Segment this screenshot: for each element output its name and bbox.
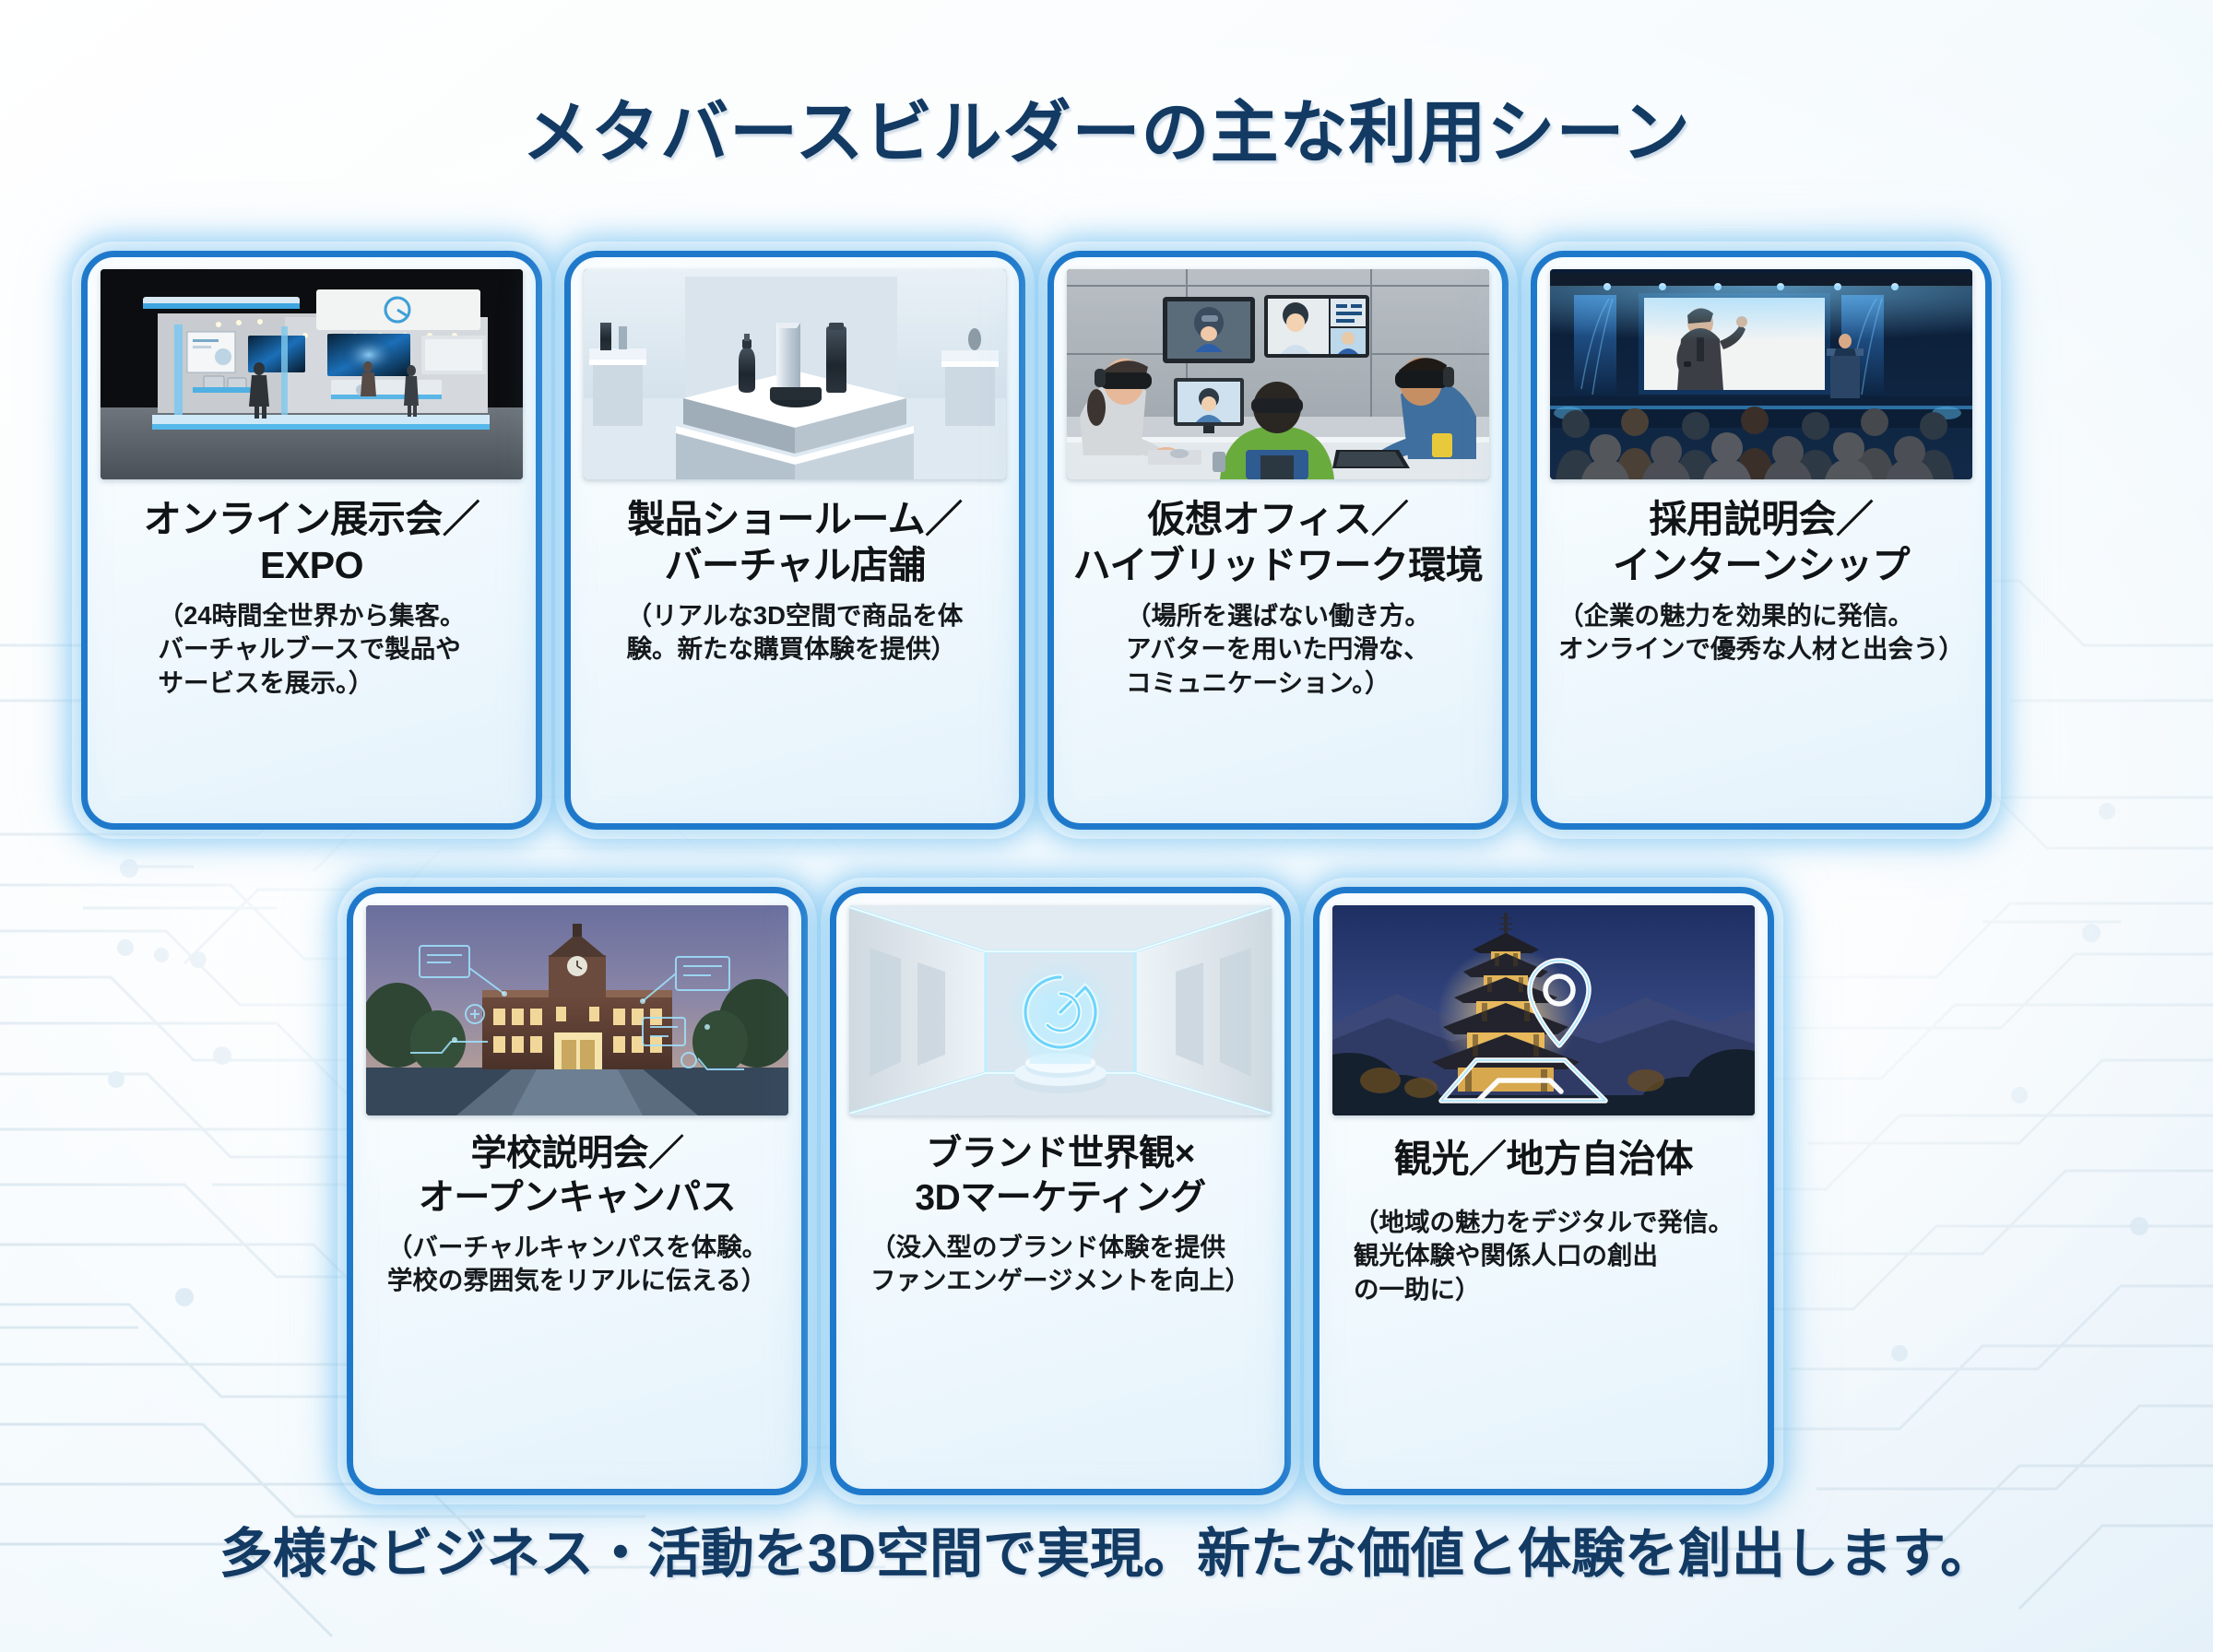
thumbnail-product-showroom — [584, 269, 1006, 479]
card-description: （没入型のブランド体験を提供 ファンエンゲージメントを向上） — [870, 1233, 1250, 1295]
card-title: 仮想オフィス／ ハイブリッドワーク環境 — [1072, 498, 1484, 587]
card-description: （地域の魅力をデジタルで発信。 観光体験や関係人口の創出 の一助に） — [1354, 1208, 1734, 1304]
card-school-open-campus[interactable]: 学校説明会／ オープンキャンパス （バーチャルキャンパスを体験。 学校の雰囲気を… — [347, 887, 808, 1495]
card-title: 採用説明会／ インターンシップ — [1613, 498, 1910, 587]
thumbnail-recruiting-seminar — [1550, 269, 1972, 479]
card-recruiting-seminar[interactable]: 採用説明会／ インターンシップ （企業の魅力を効果的に発信。 オンラインで優秀な… — [1531, 251, 1992, 830]
card-description: （リアルな3D空間で商品を体 験。新たな購買体験を提供） — [626, 601, 964, 664]
card-title: ブランド世界観× 3Dマーケティング — [915, 1134, 1206, 1218]
card-row-bottom: 学校説明会／ オープンキャンパス （バーチャルキャンパスを体験。 学校の雰囲気を… — [347, 887, 1774, 1495]
page-title: メタバースビルダーの主な利用シーン — [522, 94, 1691, 171]
card-title: オンライン展示会／ EXPO — [143, 498, 480, 587]
footer-tagline: 多様なビジネス・活動を3D空間で実現。新たな価値と体験を創出します。 — [219, 1524, 1994, 1584]
card-description: （24時間全世界から集客。 バーチャルブースで製品や サービスを展示。） — [158, 601, 466, 697]
thumbnail-school-open-campus — [366, 905, 788, 1115]
card-title: 観光／地方自治体 — [1394, 1138, 1694, 1180]
card-description: （企業の魅力を効果的に発信。 オンラインで優秀な人材と出会う） — [1558, 601, 1964, 664]
thumbnail-brand-hologram-gallery — [849, 905, 1272, 1115]
card-title: 学校説明会／ オープンキャンパス — [418, 1134, 737, 1218]
card-product-showroom[interactable]: 製品ショールーム／ バーチャル店舗 （リアルな3D空間で商品を体 験。新たな購買… — [564, 251, 1025, 830]
card-tourism-local-government[interactable]: 観光／地方自治体 （地域の魅力をデジタルで発信。 観光体験や関係人口の創出 の一… — [1313, 887, 1774, 1495]
thumbnail-online-expo — [101, 269, 523, 479]
thumbnail-tourism-pagoda — [1332, 905, 1755, 1115]
card-online-expo[interactable]: オンライン展示会／ EXPO （24時間全世界から集客。 バーチャルブースで製品… — [81, 251, 542, 830]
card-brand-3d-marketing[interactable]: ブランド世界観× 3Dマーケティング （没入型のブランド体験を提供 ファンエンゲ… — [830, 887, 1291, 1495]
card-virtual-office[interactable]: 仮想オフィス／ ハイブリッドワーク環境 （場所を選ばない働き方。 アバターを用い… — [1047, 251, 1509, 830]
card-row-top: オンライン展示会／ EXPO （24時間全世界から集客。 バーチャルブースで製品… — [81, 251, 1992, 830]
thumbnail-virtual-office — [1067, 269, 1489, 479]
card-description: （バーチャルキャンパスを体験。 学校の雰囲気をリアルに伝える） — [386, 1233, 768, 1295]
card-description: （場所を選ばない働き方。 アバターを用いた円滑な、 コミュニケーション。） — [1126, 601, 1430, 697]
card-title: 製品ショールーム／ バーチャル店舗 — [627, 498, 963, 587]
